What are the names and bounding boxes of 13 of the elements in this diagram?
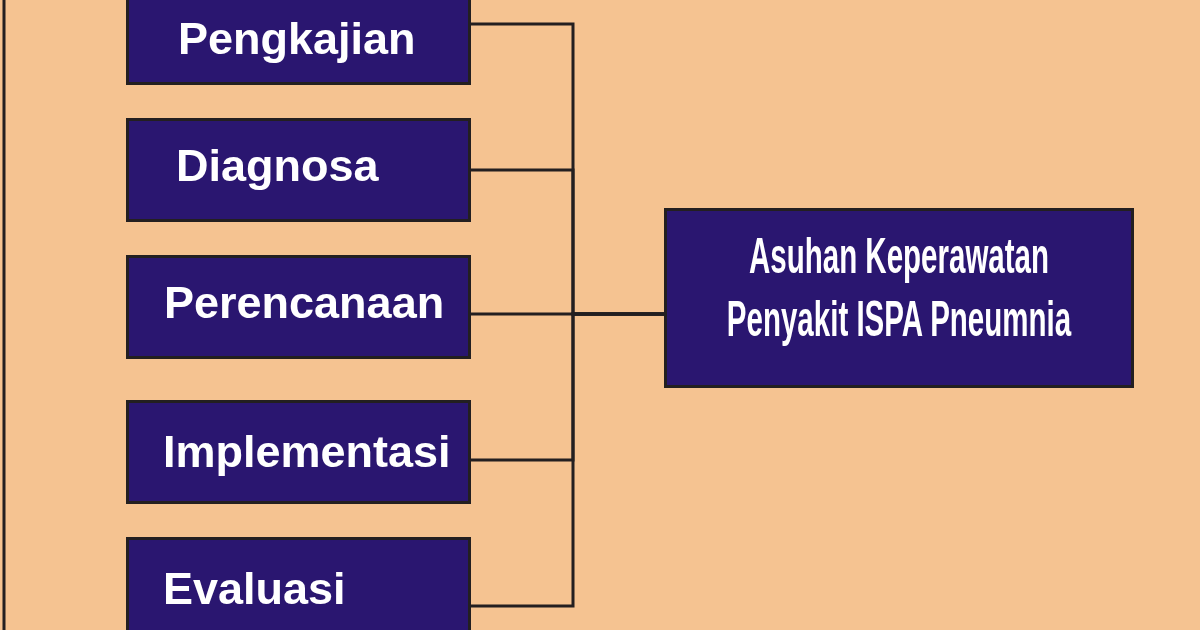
node-label: Evaluasi	[163, 563, 346, 615]
process-box	[126, 537, 471, 630]
node-label: Pengkajian	[178, 13, 416, 65]
node-label: Asuhan Keperawatan Penyakit ISPA Pneumnia	[725, 227, 1073, 349]
node-label: Diagnosa	[176, 140, 379, 192]
connector-line	[471, 312, 664, 608]
process-box	[126, 0, 471, 85]
process-box	[126, 118, 471, 222]
process-box	[126, 400, 471, 504]
result-box	[664, 208, 1134, 388]
node-label: Perencanaan	[164, 277, 445, 329]
process-box	[126, 255, 471, 359]
node-label: Implementasi	[163, 426, 451, 478]
